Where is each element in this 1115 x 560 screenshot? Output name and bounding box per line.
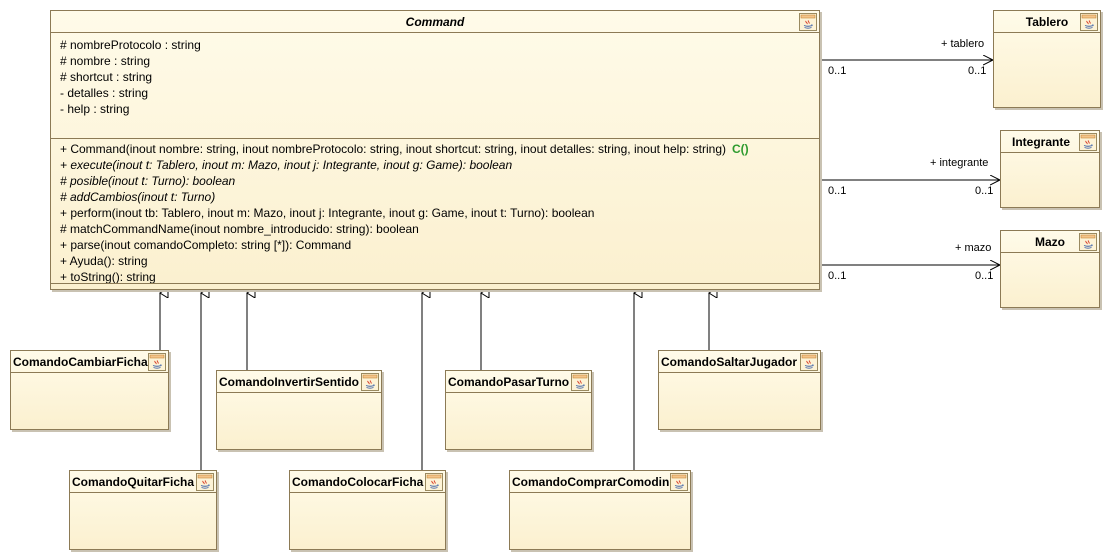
class-header: ComandoPasarTurno xyxy=(446,371,591,393)
operation: # addCambios(inout t: Turno) xyxy=(60,190,216,204)
class-comandocomprarcomodin[interactable]: ComandoComprarComodin xyxy=(509,470,691,550)
assoc-integrante-source-mult: 0..1 xyxy=(828,185,847,197)
class-name: Integrante xyxy=(1011,135,1070,149)
class-name: Tablero xyxy=(1025,15,1069,29)
java-class-icon xyxy=(571,373,589,391)
assoc-tablero-source-mult: 0..1 xyxy=(828,65,847,77)
class-name: ComandoQuitarFicha xyxy=(72,475,195,489)
operation: + perform(inout tb: Tablero, inout m: Ma… xyxy=(60,206,595,220)
attribute: # nombre : string xyxy=(60,54,151,68)
java-class-icon xyxy=(148,353,166,371)
constructor-signature: + Command(inout nombre: string, inout no… xyxy=(60,142,726,156)
java-class-icon xyxy=(361,373,379,391)
operation-list: + Command(inout nombre: string, inout no… xyxy=(51,138,819,285)
class-header: ComandoCambiarFicha xyxy=(11,351,168,373)
class-header: Tablero xyxy=(994,11,1100,33)
class-header: ComandoQuitarFicha xyxy=(70,471,216,493)
class-header: ComandoInvertirSentido xyxy=(217,371,381,393)
class-header: ComandoComprarComodin xyxy=(510,471,690,493)
assoc-integrante-role: + integrante xyxy=(930,157,989,169)
class-header: ComandoSaltarJugador xyxy=(659,351,820,373)
operation: + execute(inout t: Tablero, inout m: Maz… xyxy=(60,158,513,172)
attribute: - help : string xyxy=(60,102,130,116)
assoc-mazo-role: + mazo xyxy=(955,242,992,254)
class-command[interactable]: Command # nombreProtocolo : string # nom… xyxy=(50,10,820,290)
constructor-marker: C() xyxy=(732,142,749,156)
class-tablero[interactable]: Tablero xyxy=(993,10,1101,108)
class-header: Mazo xyxy=(1001,231,1099,253)
class-name: ComandoPasarTurno xyxy=(448,375,570,389)
class-command-header: Command xyxy=(51,11,819,33)
operation: + toString(): string xyxy=(60,270,156,284)
assoc-integrante-target-mult: 0..1 xyxy=(975,185,994,197)
class-comandocolocarficha[interactable]: ComandoColocarFicha xyxy=(289,470,446,550)
class-comandoquitarficha[interactable]: ComandoQuitarFicha xyxy=(69,470,217,550)
java-class-icon xyxy=(425,473,443,491)
java-class-icon xyxy=(1079,233,1097,251)
java-class-icon xyxy=(799,13,817,31)
class-comandopasarturno[interactable]: ComandoPasarTurno xyxy=(445,370,592,450)
class-header: ComandoColocarFicha xyxy=(290,471,445,493)
class-bottom-divider xyxy=(51,283,819,284)
class-header: Integrante xyxy=(1001,131,1099,153)
class-name: Command xyxy=(405,15,465,29)
attribute: # nombreProtocolo : string xyxy=(60,38,201,52)
java-class-icon xyxy=(800,353,818,371)
java-class-icon xyxy=(1079,133,1097,151)
operation: + parse(inout comandoCompleto: string [*… xyxy=(60,238,352,252)
assoc-mazo-source-mult: 0..1 xyxy=(828,270,847,282)
operation: + Ayuda(): string xyxy=(60,254,148,268)
class-name: Mazo xyxy=(1035,235,1065,249)
attribute: # shortcut : string xyxy=(60,70,153,84)
class-comandosaltarjugador[interactable]: ComandoSaltarJugador xyxy=(658,350,821,430)
class-name: ComandoInvertirSentido xyxy=(219,375,360,389)
class-integrante[interactable]: Integrante xyxy=(1000,130,1100,208)
constructor-operation: + Command(inout nombre: string, inout no… xyxy=(60,141,819,157)
class-name: ComandoColocarFicha xyxy=(292,475,424,489)
assoc-tablero-role: + tablero xyxy=(941,38,985,50)
class-name: ComandoSaltarJugador xyxy=(661,355,798,369)
operation: # matchCommandName(inout nombre_introduc… xyxy=(60,222,419,236)
class-mazo[interactable]: Mazo xyxy=(1000,230,1100,308)
attribute: - detalles : string xyxy=(60,86,149,100)
class-name: ComandoComprarComodin xyxy=(512,475,670,489)
attribute-list: # nombreProtocolo : string # nombre : st… xyxy=(51,37,819,117)
class-comandocambiarficha[interactable]: ComandoCambiarFicha xyxy=(10,350,169,430)
operation: # posible(inout t: Turno): boolean xyxy=(60,174,236,188)
assoc-mazo-target-mult: 0..1 xyxy=(975,270,994,282)
java-class-icon xyxy=(1080,13,1098,31)
class-name: ComandoCambiarFicha xyxy=(13,355,148,369)
class-comandoinvertirsentido[interactable]: ComandoInvertirSentido xyxy=(216,370,382,450)
java-class-icon xyxy=(196,473,214,491)
java-class-icon xyxy=(670,473,688,491)
assoc-tablero-target-mult: 0..1 xyxy=(968,65,987,77)
